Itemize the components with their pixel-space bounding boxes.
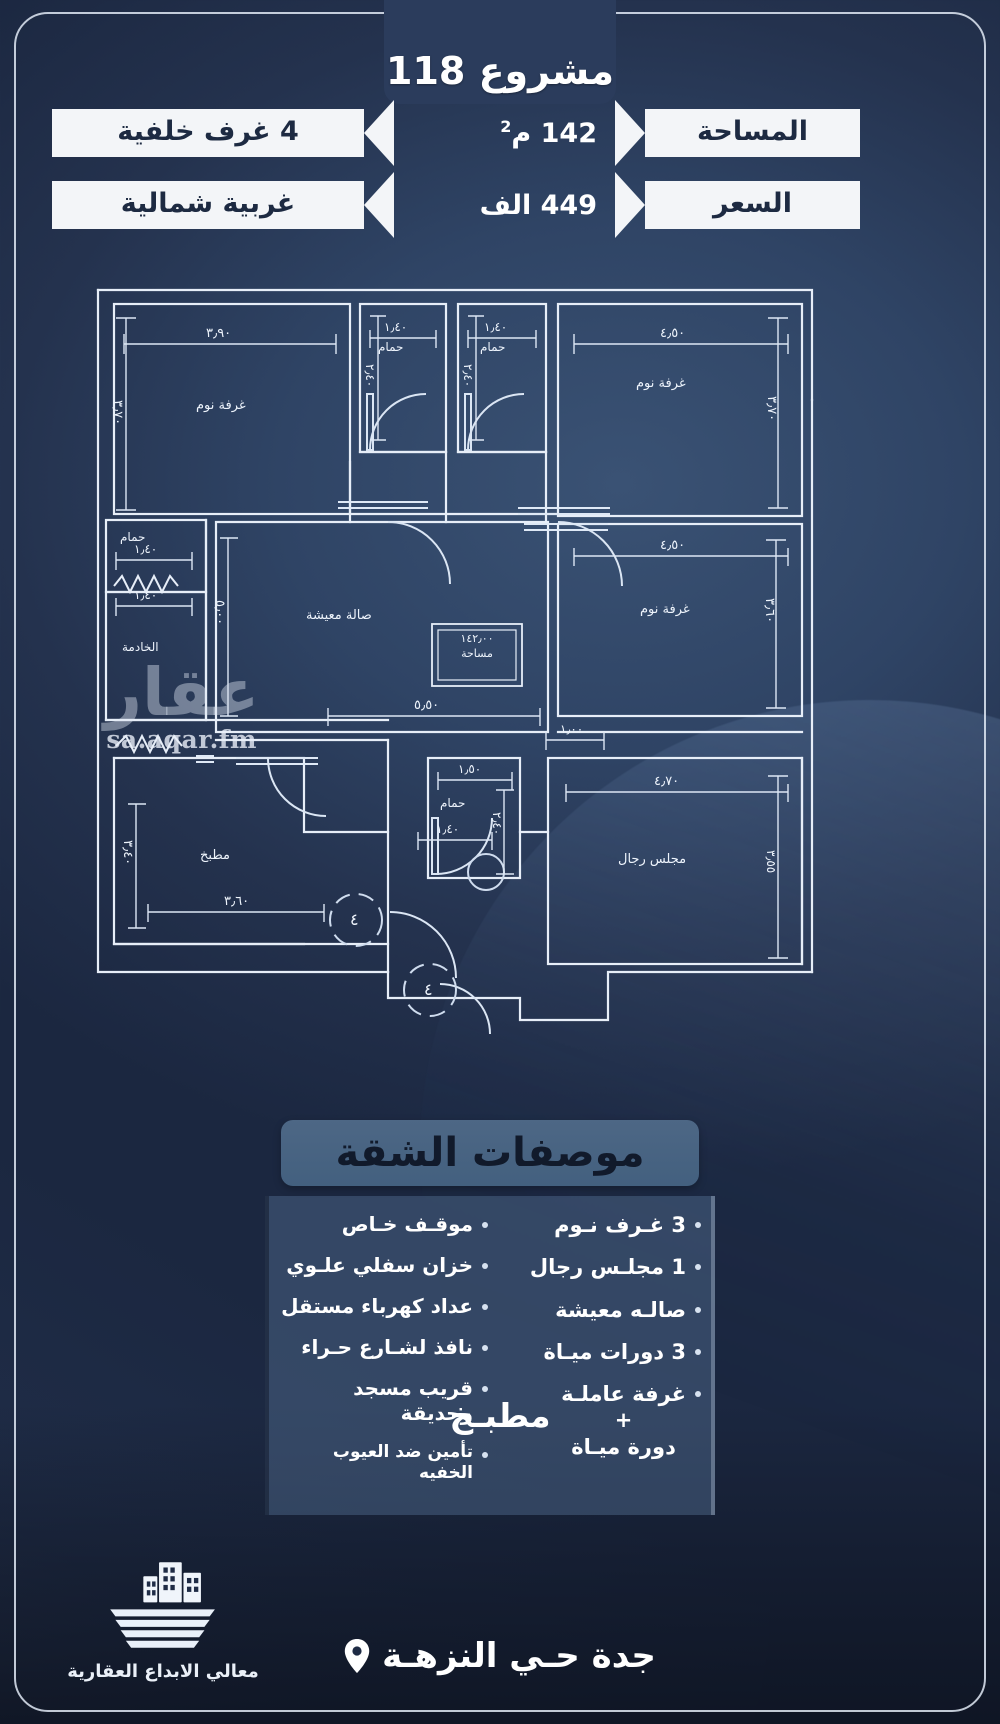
badge-price-value: 449 الف (479, 189, 597, 221)
bullet-icon (482, 1452, 488, 1458)
list-item: عداد كهرباء مستقل (279, 1294, 488, 1319)
specs-title-text: موصفات الشقة (335, 1130, 645, 1176)
location-block: جدة حـي النزهـة (0, 1636, 1000, 1676)
location-text: جدة حـي النزهـة (382, 1636, 656, 1676)
list-item: تأمين ضد العيوب الخفيه (279, 1442, 488, 1485)
specs-title-bar: موصفات الشقة (281, 1120, 699, 1186)
location-pin-icon (344, 1639, 370, 1673)
chevron-right-icon (364, 172, 394, 238)
list-item: 3 دورات ميـاة (492, 1339, 701, 1365)
project-title-tab: مشروع 118 (384, 0, 616, 104)
chevron-left-icon (615, 172, 645, 238)
badge-area-unit: 2 (500, 117, 512, 136)
bullet-icon (695, 1222, 701, 1228)
spec-text: موقـف خـاص (341, 1212, 473, 1236)
badge-direction-label: غربية شمالية (52, 181, 364, 229)
list-item: 1 مجلـس رجال (492, 1254, 701, 1280)
bullet-icon (482, 1263, 488, 1269)
specs-panel: موصفات الشقة 3 غـرف نـوم 1 مجلـس رجال صا… (265, 1120, 715, 1515)
bullet-icon (482, 1345, 488, 1351)
spec-text: صالـه معيشة (555, 1297, 686, 1322)
floor-plan-drawing: غرفة نوم حمام حمام غرفة نوم حمام الخادمة… (88, 272, 912, 1035)
bullet-icon (695, 1306, 701, 1313)
specs-list: 3 غـرف نـوم 1 مجلـس رجال صالـه معيشة 3 د… (265, 1196, 715, 1515)
badge-area-value: 142 م2 (482, 117, 615, 149)
chevron-right-icon (364, 100, 394, 166)
spec-text: عداد كهرباء مستقل (281, 1294, 473, 1318)
bullet-icon (695, 1348, 701, 1355)
specs-column-right: 3 غـرف نـوم 1 مجلـس رجال صالـه معيشة 3 د… (492, 1212, 701, 1501)
list-item: خزان سفلي علـوي (279, 1253, 488, 1278)
badge-price: السعر 449 الف (462, 172, 860, 238)
specs-column-left: موقـف خـاص خزان سفلي علـوي عداد كهرباء م… (279, 1212, 488, 1501)
list-item: صالـه معيشة (492, 1297, 701, 1323)
project-title: مشروع 118 (386, 49, 614, 93)
badge-area-number: 142 م (511, 118, 597, 149)
badge-rooms: 4 غرف خلفية (52, 100, 394, 166)
spec-text: 1 مجلـس رجال (529, 1255, 686, 1280)
spec-text: تأمين ضد العيوب الخفيه (332, 1442, 473, 1484)
list-item: 3 غـرف نـوم (492, 1212, 701, 1238)
spec-text: 3 غـرف نـوم (554, 1213, 686, 1237)
spec-text: نافذ لشـارع حـراء (301, 1335, 473, 1359)
badge-area-label: المساحة (645, 109, 860, 157)
chevron-left-icon (615, 100, 645, 166)
badge-rooms-label: 4 غرف خلفية (52, 109, 364, 157)
badge-direction: غربية شمالية (52, 172, 394, 238)
badge-price-label: السعر (645, 181, 860, 229)
list-item: موقـف خـاص (279, 1212, 488, 1237)
badge-area: المساحة 142 م2 (482, 100, 860, 166)
kitchen-caption: مطبـخ (449, 1396, 551, 1435)
bullet-icon (482, 1222, 488, 1228)
bullet-icon (695, 1264, 701, 1271)
list-item: نافذ لشـارع حـراء (279, 1335, 488, 1360)
bullet-icon (482, 1304, 488, 1310)
spec-text: 3 دورات ميـاة (543, 1339, 686, 1364)
bullet-icon (482, 1386, 488, 1392)
spec-text: خزان سفلي علـوي (286, 1253, 473, 1277)
